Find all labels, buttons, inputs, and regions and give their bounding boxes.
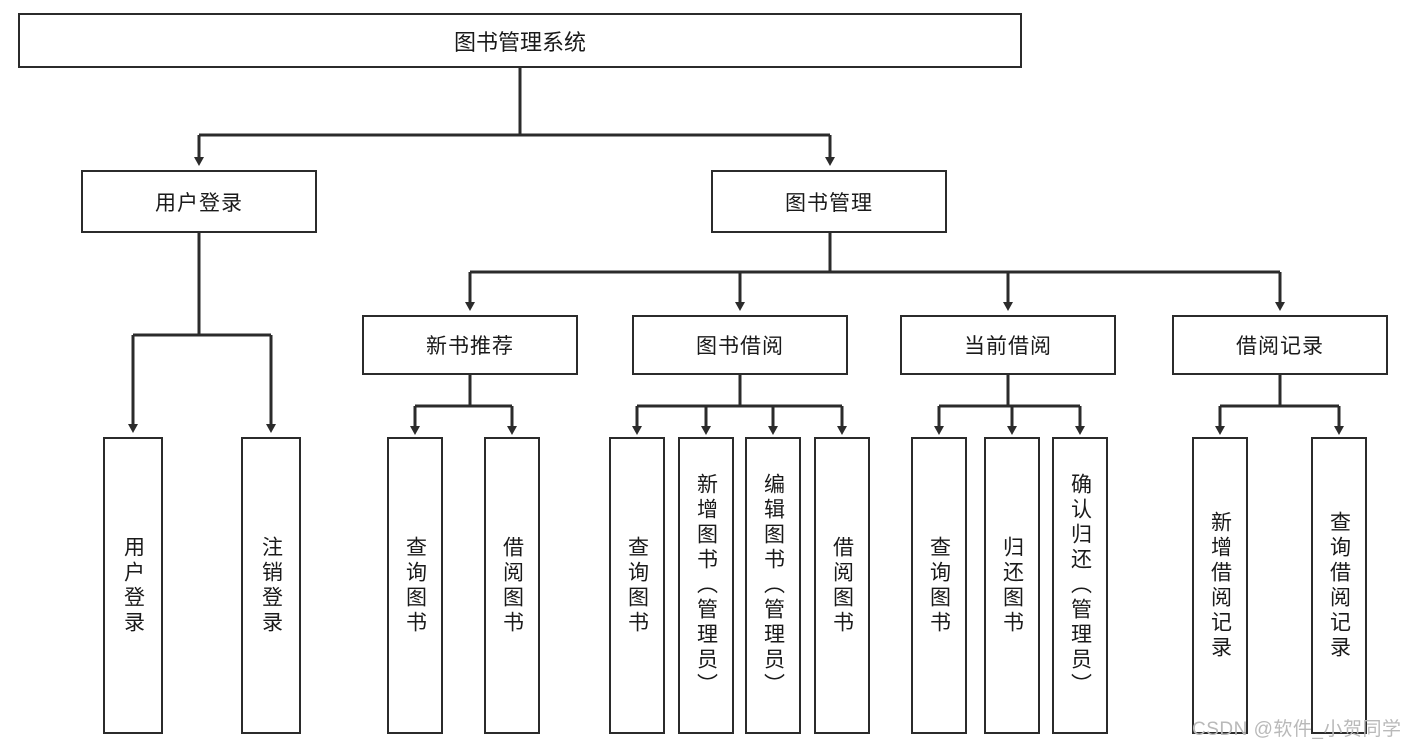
leaf-edit-book-admin[interactable]: 编辑图书（管理员）	[745, 437, 801, 734]
leaf-confirm-return-admin[interactable]: 确认归还（管理员）	[1052, 437, 1108, 734]
node-new-book-recommend[interactable]: 新书推荐	[362, 315, 578, 375]
watermark: CSDN @软件_小贺同学	[1192, 719, 1402, 740]
node-label: 图书管理系统	[453, 29, 586, 55]
node-label: 确认归还（管理员）	[1068, 473, 1092, 698]
node-label: 图书管理	[785, 191, 873, 215]
node-label: 用户登录	[121, 535, 145, 636]
node-book-borrow[interactable]: 图书借阅	[632, 315, 848, 375]
node-label: 编辑图书（管理员）	[761, 473, 785, 698]
node-label: 用户登录	[155, 191, 243, 215]
node-borrow-record[interactable]: 借阅记录	[1172, 315, 1388, 375]
node-label: 归还图书	[1000, 535, 1024, 636]
leaf-query-book-recommend[interactable]: 查询图书	[387, 437, 443, 734]
leaf-query-borrow-record[interactable]: 查询借阅记录	[1311, 437, 1367, 734]
leaf-borrow-book-recommend[interactable]: 借阅图书	[484, 437, 540, 734]
leaf-add-borrow-record[interactable]: 新增借阅记录	[1192, 437, 1248, 734]
node-label: 新增借阅记录	[1208, 510, 1232, 661]
node-book-management[interactable]: 图书管理	[711, 170, 947, 233]
node-root[interactable]: 图书管理系统	[18, 13, 1022, 68]
node-label: 借阅图书	[830, 535, 854, 636]
node-label: 图书借阅	[696, 335, 784, 358]
leaf-borrow-book[interactable]: 借阅图书	[814, 437, 870, 734]
leaf-query-book-current[interactable]: 查询图书	[911, 437, 967, 734]
node-label: 借阅记录	[1236, 335, 1324, 358]
node-label: 当前借阅	[964, 335, 1052, 358]
node-label: 新增图书（管理员）	[694, 473, 718, 698]
leaf-logout[interactable]: 注销登录	[241, 437, 301, 734]
node-label: 查询图书	[927, 535, 951, 636]
node-label: 新书推荐	[426, 335, 514, 358]
node-label: 注销登录	[259, 535, 283, 636]
node-label: 查询借阅记录	[1327, 510, 1351, 661]
leaf-add-book-admin[interactable]: 新增图书（管理员）	[678, 437, 734, 734]
leaf-user-login[interactable]: 用户登录	[103, 437, 163, 734]
node-label: 查询图书	[625, 535, 649, 636]
node-label: 借阅图书	[500, 535, 524, 636]
leaf-return-book[interactable]: 归还图书	[984, 437, 1040, 734]
node-current-borrow[interactable]: 当前借阅	[900, 315, 1116, 375]
node-label: 查询图书	[403, 535, 427, 636]
node-user-login[interactable]: 用户登录	[81, 170, 317, 233]
leaf-query-book-borrow[interactable]: 查询图书	[609, 437, 665, 734]
